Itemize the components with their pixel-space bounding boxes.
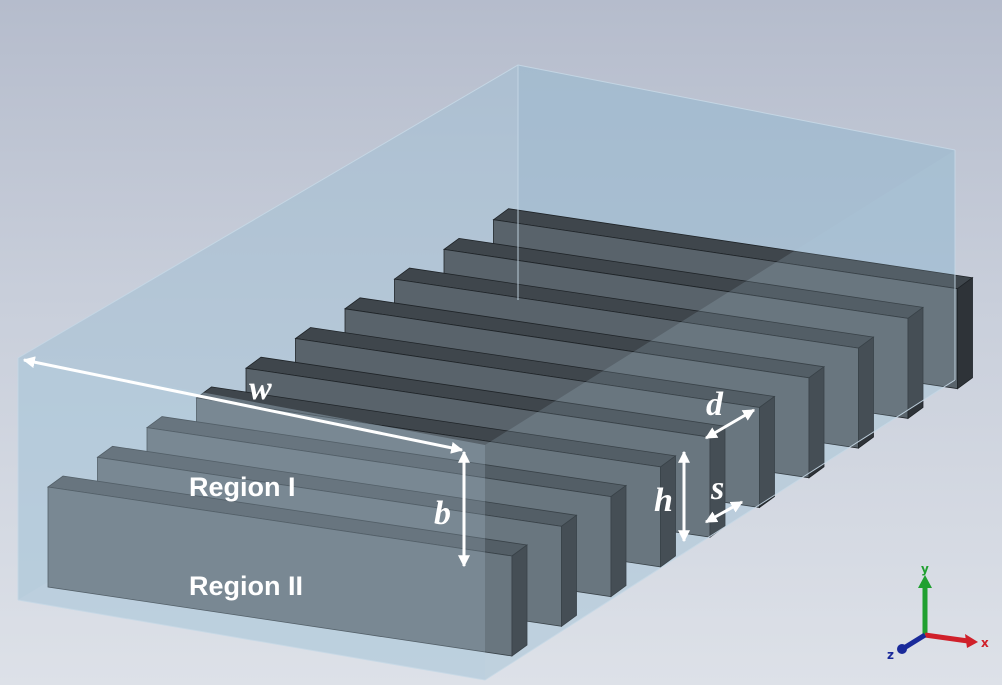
box-edges <box>17 64 956 681</box>
w-label: w <box>249 370 272 407</box>
dimension-arrows <box>22 356 756 568</box>
bar-end-face <box>808 366 825 479</box>
bar-end-face <box>511 544 528 657</box>
bar-end-face <box>957 276 973 390</box>
region-1-label: Region I <box>189 472 296 502</box>
w-arrow <box>22 356 464 454</box>
bar-end-face <box>759 395 775 509</box>
axis-y-label: y <box>921 562 929 576</box>
bar-end-face <box>561 514 577 628</box>
axis-x-label: x <box>981 636 989 650</box>
bar-end-face <box>907 306 924 420</box>
d-label: d <box>706 386 723 423</box>
bar-end-face <box>858 336 874 449</box>
axis-triad <box>897 575 978 654</box>
region-2-label: Region II <box>189 571 303 601</box>
bar-end-face <box>660 455 676 568</box>
axis-z-label: z <box>887 648 894 662</box>
grating-bars <box>46 208 974 657</box>
b-label: b <box>434 495 451 532</box>
d-arrow <box>704 408 756 440</box>
grating-bar <box>46 475 529 657</box>
bar-end-face <box>610 484 627 598</box>
h-label: h <box>654 482 673 519</box>
s-label: s <box>711 470 725 507</box>
s-arrow <box>704 500 744 524</box>
